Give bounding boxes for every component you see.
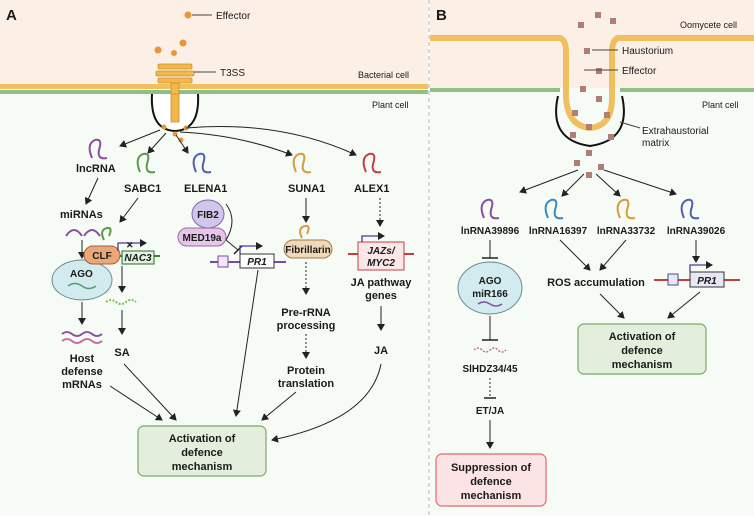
activation-a-line-2: defence [181, 447, 223, 459]
oomycete-cell-region [430, 0, 754, 88]
pre-rrna-label-2: processing [277, 320, 336, 332]
jazs-label: JAZs/ [367, 246, 395, 257]
lncrna-squiggle [88, 138, 108, 160]
ja-label: JA [374, 345, 388, 357]
plant-membrane [0, 90, 428, 94]
effector-dot [154, 46, 162, 54]
lncrna-label: lncRNA [76, 163, 116, 175]
activation-a-line-1: Activation of [169, 433, 236, 445]
host-defense-label-1: Host [70, 353, 95, 365]
extrahaustorial-label-2: matrix [642, 138, 669, 149]
jazs-myc2-gene-box [357, 241, 405, 271]
mir166-label: miR166 [472, 289, 508, 300]
fib2-label: FIB2 [197, 210, 219, 221]
activation-b-line-3: mechanism [612, 359, 673, 371]
panel-a: A Effector T3SS Bacterial cell Plant cel… [0, 0, 428, 477]
suppression-line-2: defence [470, 476, 512, 488]
pr1-gene-box [239, 253, 275, 269]
nac3-label: NAC3 [124, 253, 152, 264]
effector-dot [171, 50, 177, 56]
slhdz-label: SlHDZ34/45 [462, 364, 517, 375]
myc2-label: MYC2 [367, 258, 395, 269]
ja-pathway-label-2: genes [365, 290, 397, 302]
bacterial-cell-region [0, 0, 428, 88]
mirna-hairpin-icon [65, 229, 101, 237]
sa-label: SA [114, 347, 129, 359]
bacterial-cell-label: Bacterial cell [358, 70, 409, 80]
plant-cell-label: Plant cell [372, 100, 409, 110]
elena1-label: ELENA1 [184, 183, 227, 195]
extrahaustorial-label-1: Extrahaustorial [642, 126, 709, 137]
protein-label-1: Protein [287, 365, 325, 377]
sabc1-label: SABC1 [124, 183, 161, 195]
clf-protein [83, 245, 121, 265]
effector-dot [184, 11, 192, 19]
effector-label: Effector [216, 11, 251, 22]
pr1-label-a: PR1 [247, 257, 267, 268]
oomycete-cell-label: Oomycete cell [680, 20, 737, 30]
pre-rrna-label-1: Pre-rRNA [281, 307, 331, 319]
panel-a-label: A [6, 7, 17, 24]
alex1-label: ALEX1 [354, 183, 389, 195]
ago-complex-a [51, 259, 113, 301]
lnrna39026-label: lnRNA39026 [667, 226, 726, 237]
suppression-box [435, 453, 547, 507]
clf-label: CLF [92, 251, 111, 262]
activation-b-line-2: defence [621, 345, 663, 357]
suna1-squiggle [292, 152, 312, 174]
extrahaustorial-membrane [555, 95, 625, 148]
lnrna16397-label: lnRNA16397 [529, 226, 588, 237]
svg-text:✕: ✕ [126, 240, 134, 250]
effector-squares [570, 12, 616, 178]
panel-b: B Oomycete cell Plant cell Haustorium Ef… [430, 0, 754, 516]
ja-pathway-label-1: JA pathway [351, 277, 413, 289]
med19a-protein [177, 227, 227, 247]
plant-cell-label-b: Plant cell [702, 100, 739, 110]
fibrillarin-label: Fibrillarin [285, 245, 331, 256]
ago-label-b: AGO [479, 276, 502, 287]
etja-label: ET/JA [476, 406, 504, 417]
lnrna39896-squiggle [480, 198, 500, 220]
nac3-gene-box [121, 250, 155, 265]
activation-box-b [577, 323, 707, 375]
suna1-label: SUNA1 [288, 183, 325, 195]
lnrna16397-squiggle [544, 198, 564, 220]
haustorium-label: Haustorium [622, 46, 673, 57]
host-defense-label-3: mRNAs [62, 379, 102, 391]
med19a-label: MED19a [183, 233, 222, 244]
fibrillarin-protein [283, 239, 333, 259]
alex1-squiggle [362, 152, 382, 174]
host-defense-label-2: defense [61, 366, 103, 378]
activation-b-line-1: Activation of [609, 331, 676, 343]
lnrna33732-squiggle [616, 198, 636, 220]
pr1-gene-box-b [689, 271, 725, 288]
effector-dot [179, 39, 187, 47]
sabc1-squiggle [136, 152, 156, 174]
bacterial-membrane [0, 84, 428, 89]
mirnas-label: miRNAs [60, 209, 103, 221]
lnrna33732-label: lnRNA33732 [597, 226, 656, 237]
activation-box-a [137, 425, 267, 477]
effector-label-b: Effector [622, 66, 657, 77]
panel-b-label: B [436, 7, 447, 24]
suppression-line-1: Suppression of [451, 462, 531, 474]
lnrna39896-label: lnRNA39896 [461, 226, 520, 237]
protein-label-2: translation [278, 378, 335, 390]
lnrna39026-squiggle [680, 198, 700, 220]
elena1-squiggle [192, 152, 212, 174]
suppression-line-3: mechanism [461, 490, 522, 502]
pr1-label-b: PR1 [697, 276, 717, 287]
ago-mir166-complex [457, 261, 523, 315]
ros-label: ROS accumulation [547, 277, 645, 289]
mirna-in-ago-icon [67, 282, 97, 290]
t3ss-label: T3SS [220, 68, 245, 79]
activation-a-line-3: mechanism [172, 461, 233, 473]
ago-label-a: AGO [70, 269, 93, 280]
